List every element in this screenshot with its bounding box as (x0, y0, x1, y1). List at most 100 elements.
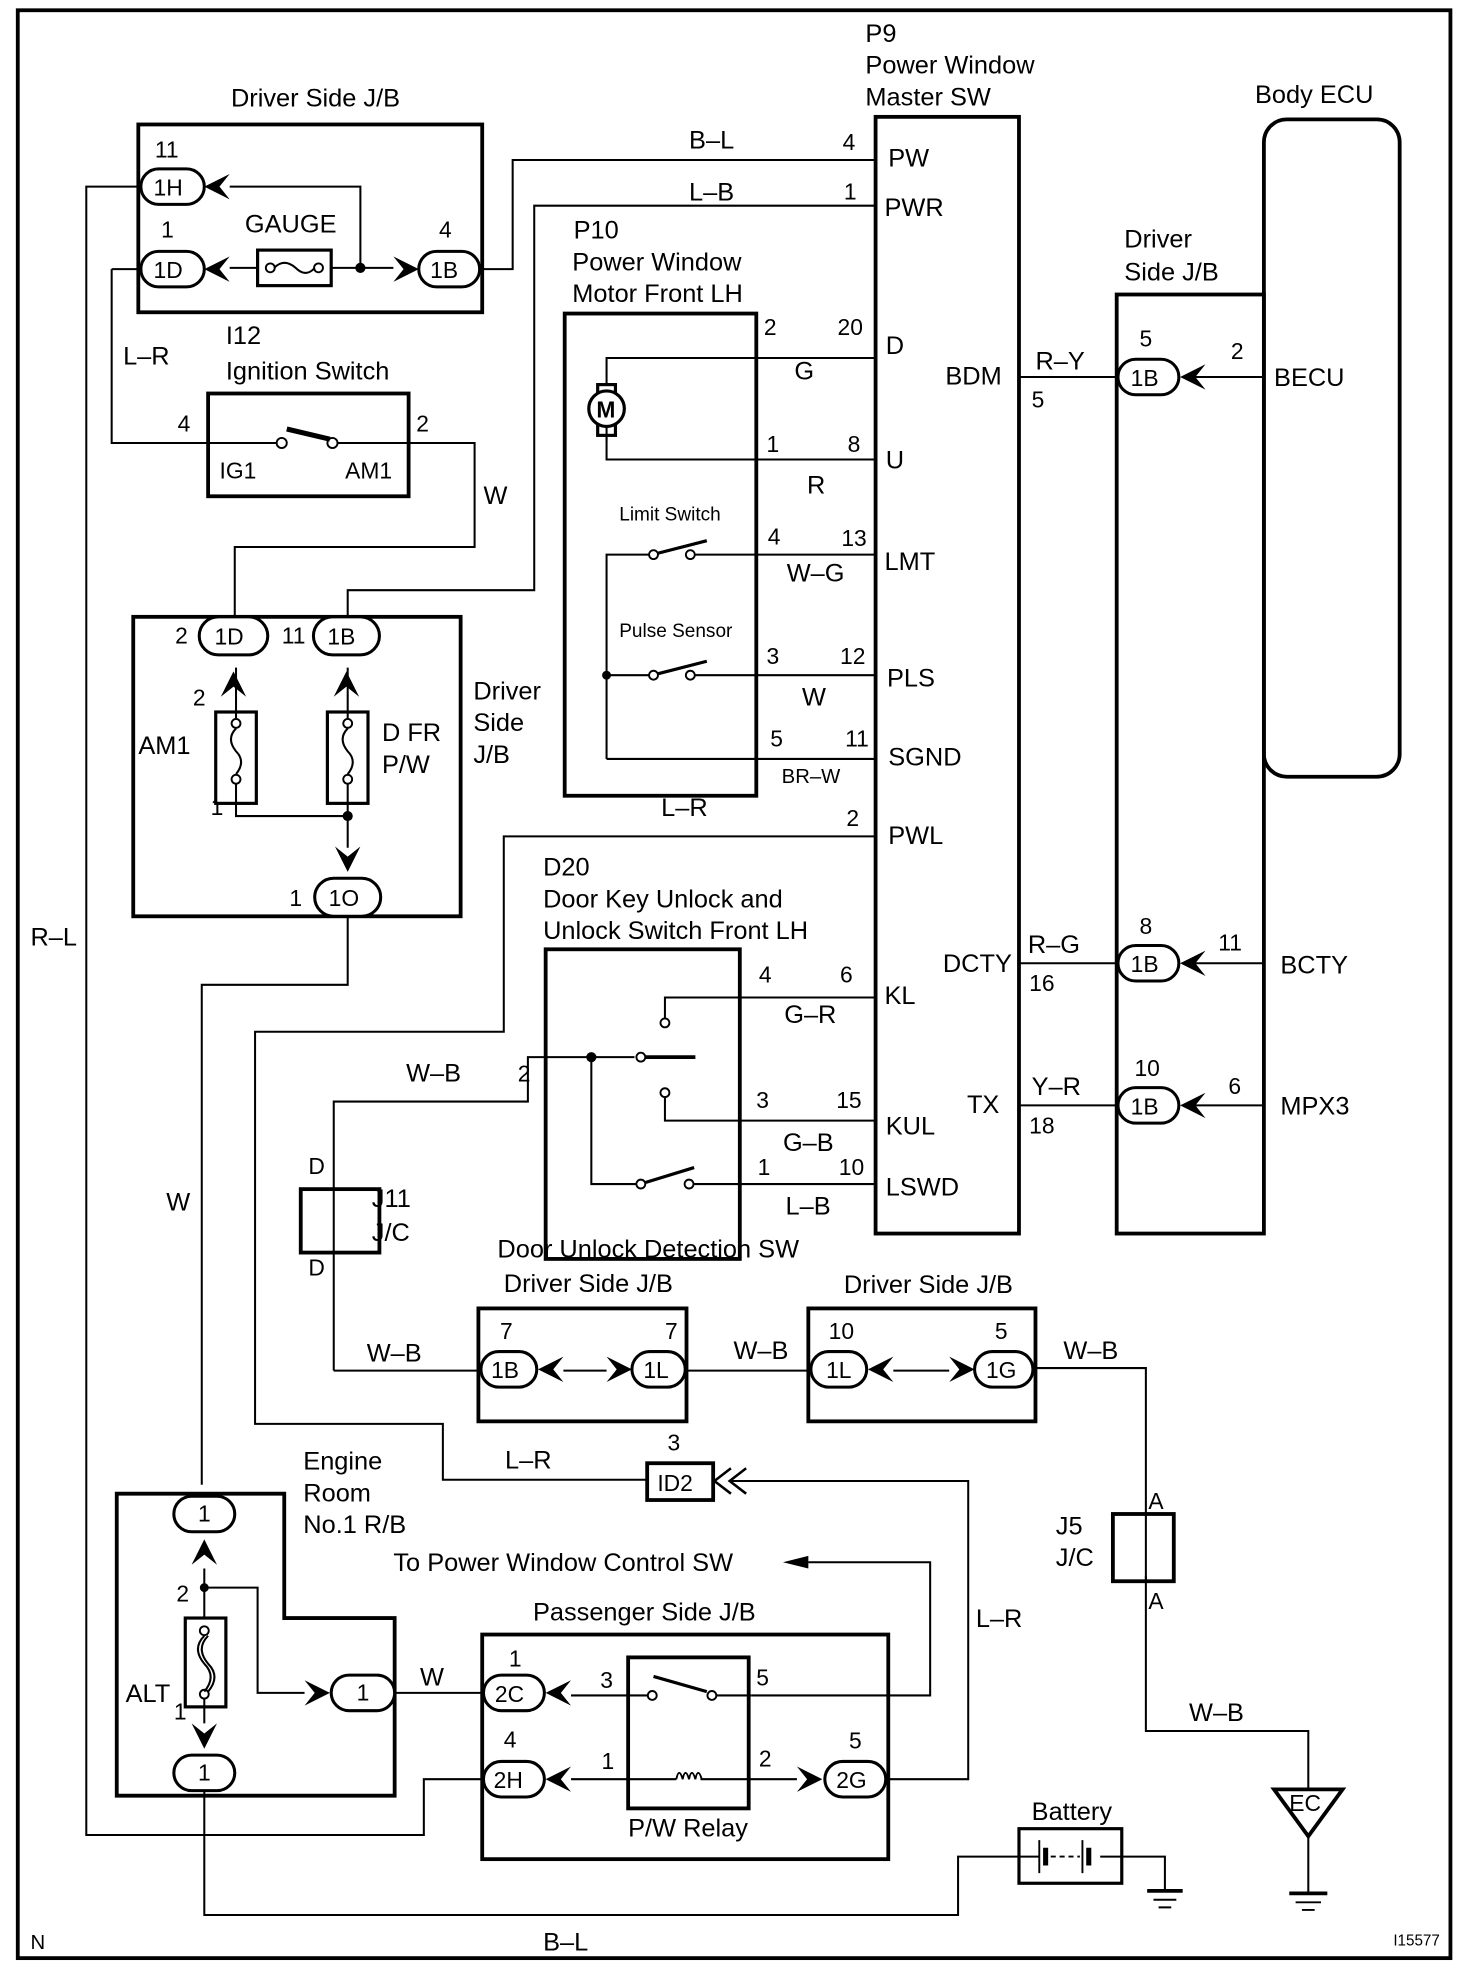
rb-label: No.1 R/B (303, 1511, 406, 1539)
switch-lever-icon (286, 426, 331, 442)
pin-label: 10 (829, 1318, 854, 1344)
pin-label: 15 (836, 1087, 861, 1113)
pin-label: 4 (843, 129, 856, 155)
fuse-label-gauge: GAUGE (245, 210, 337, 238)
pin-label: 1 (844, 178, 857, 204)
fuse-label-pw: P/W (382, 751, 430, 779)
body-ecu: Body ECU BECU BCTY MPX3 (1255, 81, 1402, 1120)
battery-label: Battery (1032, 1798, 1113, 1826)
pin-label: 3 (600, 1667, 613, 1693)
pin-label: 20 (838, 314, 863, 340)
pin-label: 4 (439, 216, 452, 242)
pin-label: 13 (841, 525, 866, 551)
corner-mark: N (30, 1932, 45, 1954)
terminal-kul: KUL (886, 1113, 935, 1141)
pin-label: 5 (1140, 326, 1153, 352)
pin-label: 11 (155, 136, 179, 162)
connector-arrow-icon (949, 1356, 975, 1383)
pin-label: 1 (601, 1748, 614, 1774)
connector-2c (481, 1673, 546, 1713)
wire-label: W (802, 684, 826, 712)
connector-id: 1 (198, 1759, 211, 1785)
component-code: J11 (372, 1185, 411, 1213)
jb-label: J/B (473, 741, 510, 769)
passenger-jb: Passenger Side J/B 1 2C 4 2H P/W Relay 3… (480, 1599, 891, 1862)
wire-label: BR–W (782, 766, 841, 788)
driver-jb-right: Driver Side J/B R–Y 5 1B 2 R–G 8 1B 11 Y… (1018, 226, 1266, 1236)
connector-1l (809, 1350, 869, 1389)
junction-j5: A A J5 J/C (1056, 1488, 1176, 1614)
pin-label: 3 (756, 1087, 769, 1113)
pin-label: 1 (174, 1699, 187, 1725)
connector-arrow-icon (191, 1723, 217, 1749)
wire-label: B–L (543, 1929, 588, 1957)
pin-label: 8 (848, 431, 861, 457)
wire-label: B–L (689, 127, 734, 155)
terminal-am1: AM1 (345, 458, 392, 484)
pin-label: 2 (175, 622, 188, 648)
pin-label: 5 (995, 1318, 1008, 1344)
pin-label: 6 (840, 961, 853, 987)
pin-label: 3 (766, 643, 779, 669)
connector-1b (311, 615, 381, 657)
relay-label: P/W Relay (628, 1814, 748, 1842)
connector-arrow-icon (712, 1467, 747, 1495)
pin-label: A (1148, 1488, 1164, 1514)
connector-1b (479, 1350, 539, 1389)
wire-label: L–R (505, 1446, 552, 1474)
pin-label: 2 (518, 1060, 531, 1086)
wire-label: W (483, 482, 507, 510)
driver-jb-fuses: Driver Side J/B 2 1D 11 1B 2 1 AM1 D FR … (131, 614, 542, 919)
fuse-element-icon (273, 261, 316, 274)
wire-label: R–Y (1035, 347, 1084, 375)
connector-id: 1B (491, 1357, 519, 1383)
ignition-switch: I12 Ignition Switch 4 2 IG1 AM1 (110, 268, 476, 617)
terminal-mpx3: MPX3 (1280, 1092, 1349, 1120)
pin-label: D (308, 1254, 325, 1280)
junction-j11: D D J11 J/C (298, 1153, 411, 1280)
wire-label: W–G (787, 559, 845, 587)
pin-label: 10 (1134, 1055, 1159, 1081)
wire-label: L–R (123, 342, 170, 370)
terminal-tx: TX (967, 1091, 999, 1119)
pin-label: 2 (764, 314, 777, 340)
jb-label: Passenger Side J/B (533, 1599, 756, 1627)
connector-arrow-icon (335, 846, 361, 872)
component-label: Motor Front LH (572, 280, 743, 308)
pw-relay (626, 1655, 751, 1811)
wire-label: L–B (689, 179, 734, 207)
jb-label: Side J/B (1124, 259, 1218, 287)
connector-id: 1B (1131, 365, 1159, 391)
connector-1d (139, 249, 206, 289)
terminal-pw: PW (888, 144, 929, 172)
wire-label: L–B (785, 1193, 830, 1221)
component-label: J/C (1056, 1544, 1094, 1572)
wire-label: R–G (1028, 931, 1080, 959)
connector-id: 1B (430, 257, 458, 283)
terminal-sgnd: SGND (888, 743, 961, 771)
component-label: Unlock Switch Front LH (543, 917, 808, 945)
pin-label: 10 (839, 1154, 864, 1180)
wire-label: W–B (406, 1059, 461, 1087)
door-unlock-detection-label: Door Unlock Detection SW (497, 1236, 799, 1264)
component-label: Door Key Unlock and (543, 885, 783, 913)
connector-arrow-icon (538, 1356, 564, 1383)
pin-label: 5 (756, 1664, 769, 1690)
wire-label: L–R (976, 1605, 1023, 1633)
jb-label: Driver Side J/B (844, 1271, 1013, 1299)
pulse-sensor-icon (656, 659, 708, 676)
pin-label: 16 (1029, 970, 1054, 996)
pin-label: 5 (770, 725, 783, 751)
outer-frame (15, 8, 1453, 1961)
pin-label: D (308, 1153, 325, 1179)
connector-arrow-icon (393, 256, 419, 282)
pin-label: 11 (845, 725, 869, 751)
component-label: Ignition Switch (226, 358, 390, 386)
jb-label: Side (473, 709, 524, 737)
connector-arrow-icon (867, 1356, 894, 1383)
connector-1d (197, 615, 270, 657)
connector-id: 1B (1131, 951, 1159, 977)
pin-label: 18 (1029, 1112, 1054, 1138)
pin-label: 11 (282, 622, 306, 648)
